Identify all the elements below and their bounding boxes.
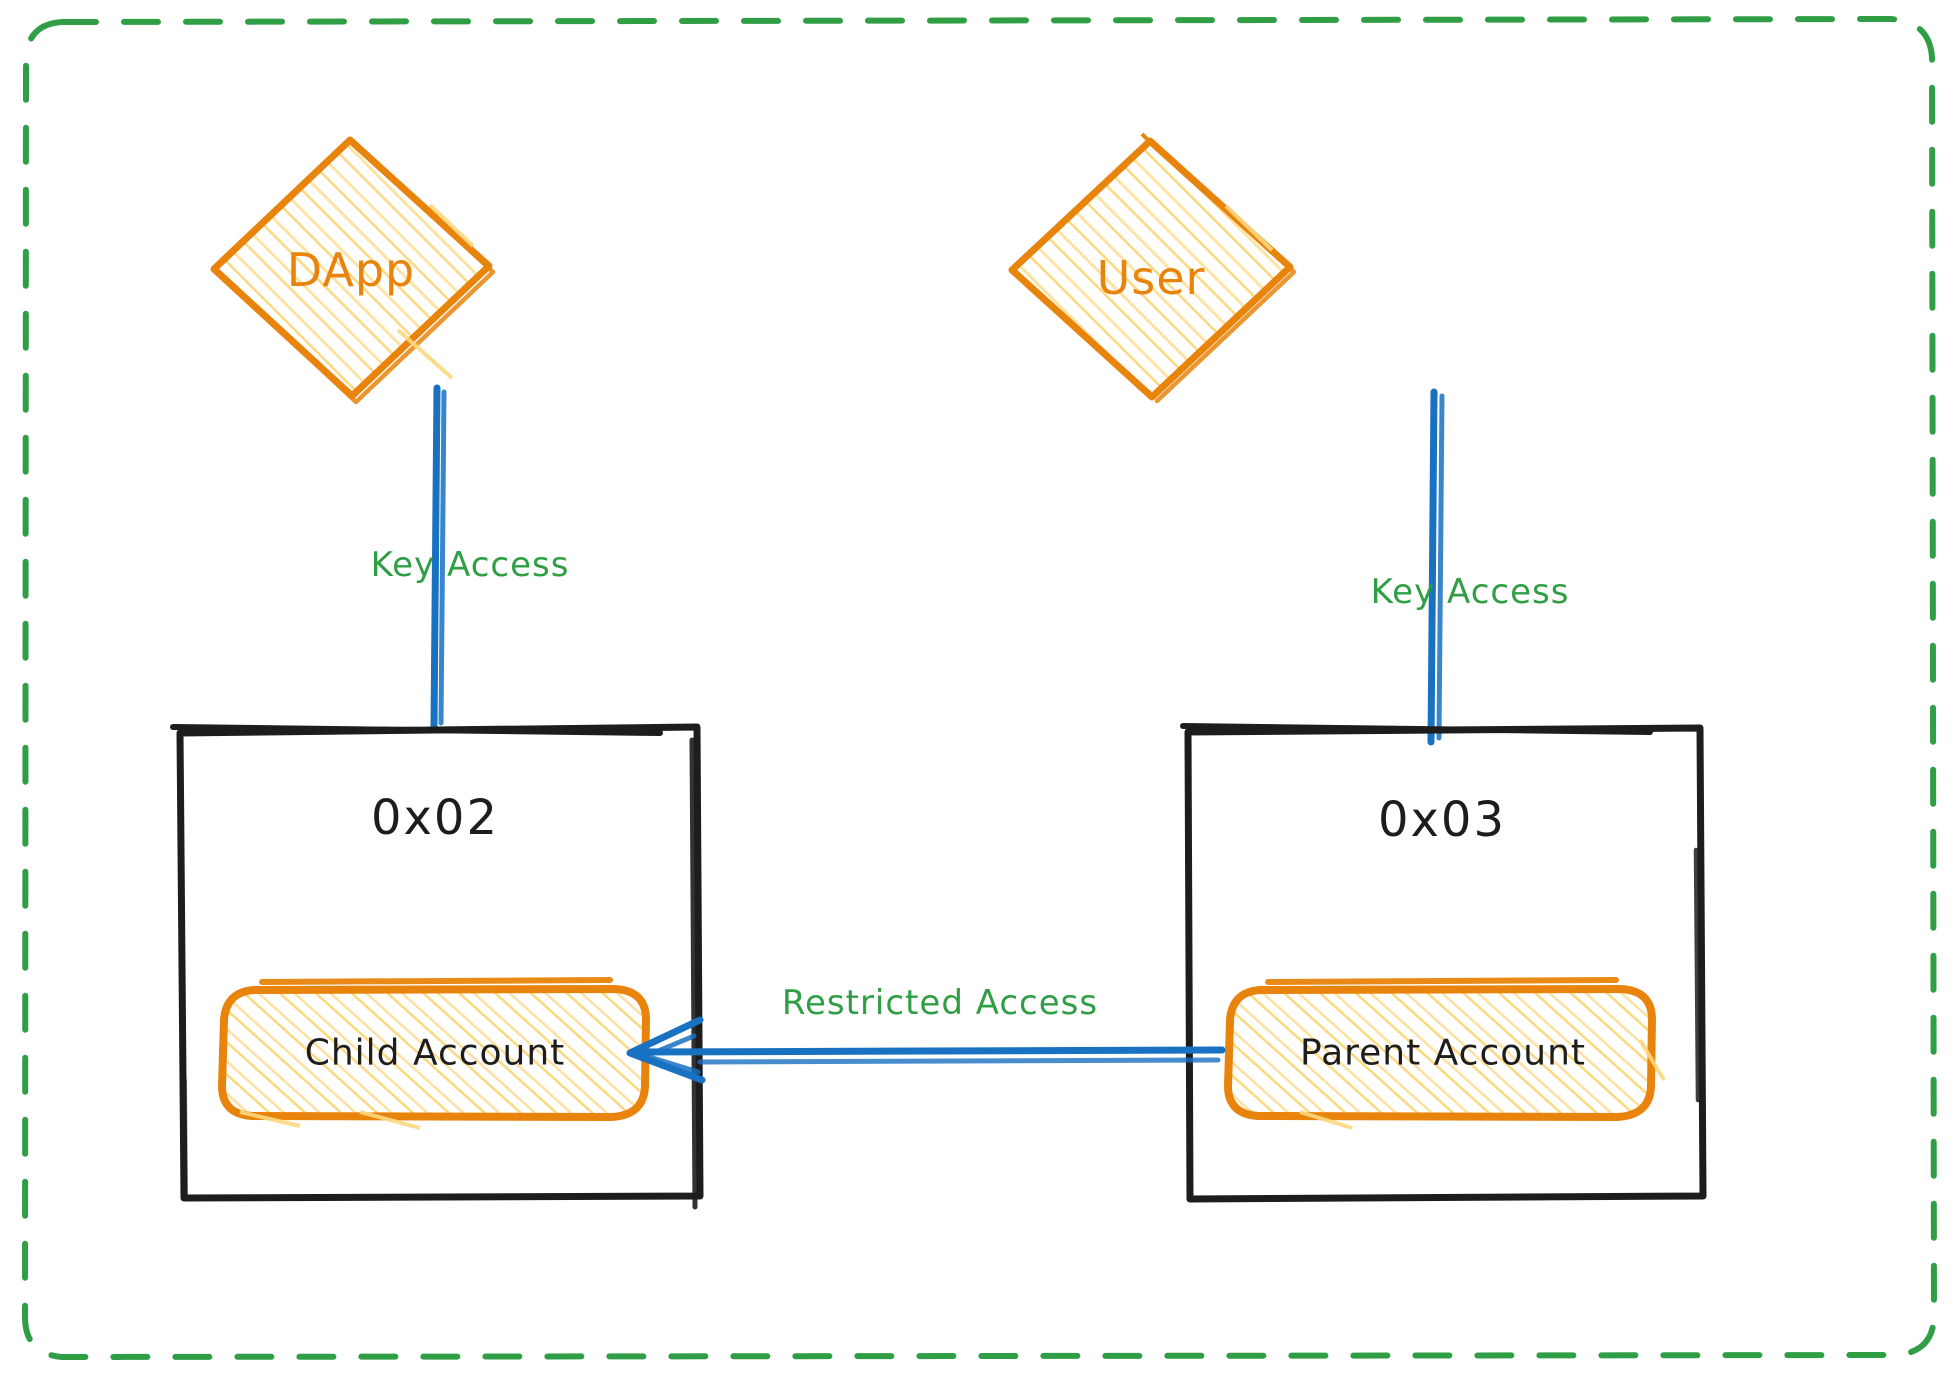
node-account-0x02[interactable] <box>170 723 704 1210</box>
outer-boundary <box>21 15 1938 1361</box>
node-account-0x03[interactable] <box>1180 723 1707 1203</box>
node-dapp[interactable] <box>210 136 496 405</box>
edge-parent-to-child-arrow <box>626 1016 1226 1084</box>
node-user[interactable] <box>1008 132 1297 404</box>
node-parent-account[interactable] <box>1224 977 1666 1130</box>
node-child-account[interactable] <box>218 977 650 1130</box>
edge-user-to-parent-arrow <box>1427 388 1445 746</box>
edge-dapp-to-child-arrow <box>430 384 447 730</box>
